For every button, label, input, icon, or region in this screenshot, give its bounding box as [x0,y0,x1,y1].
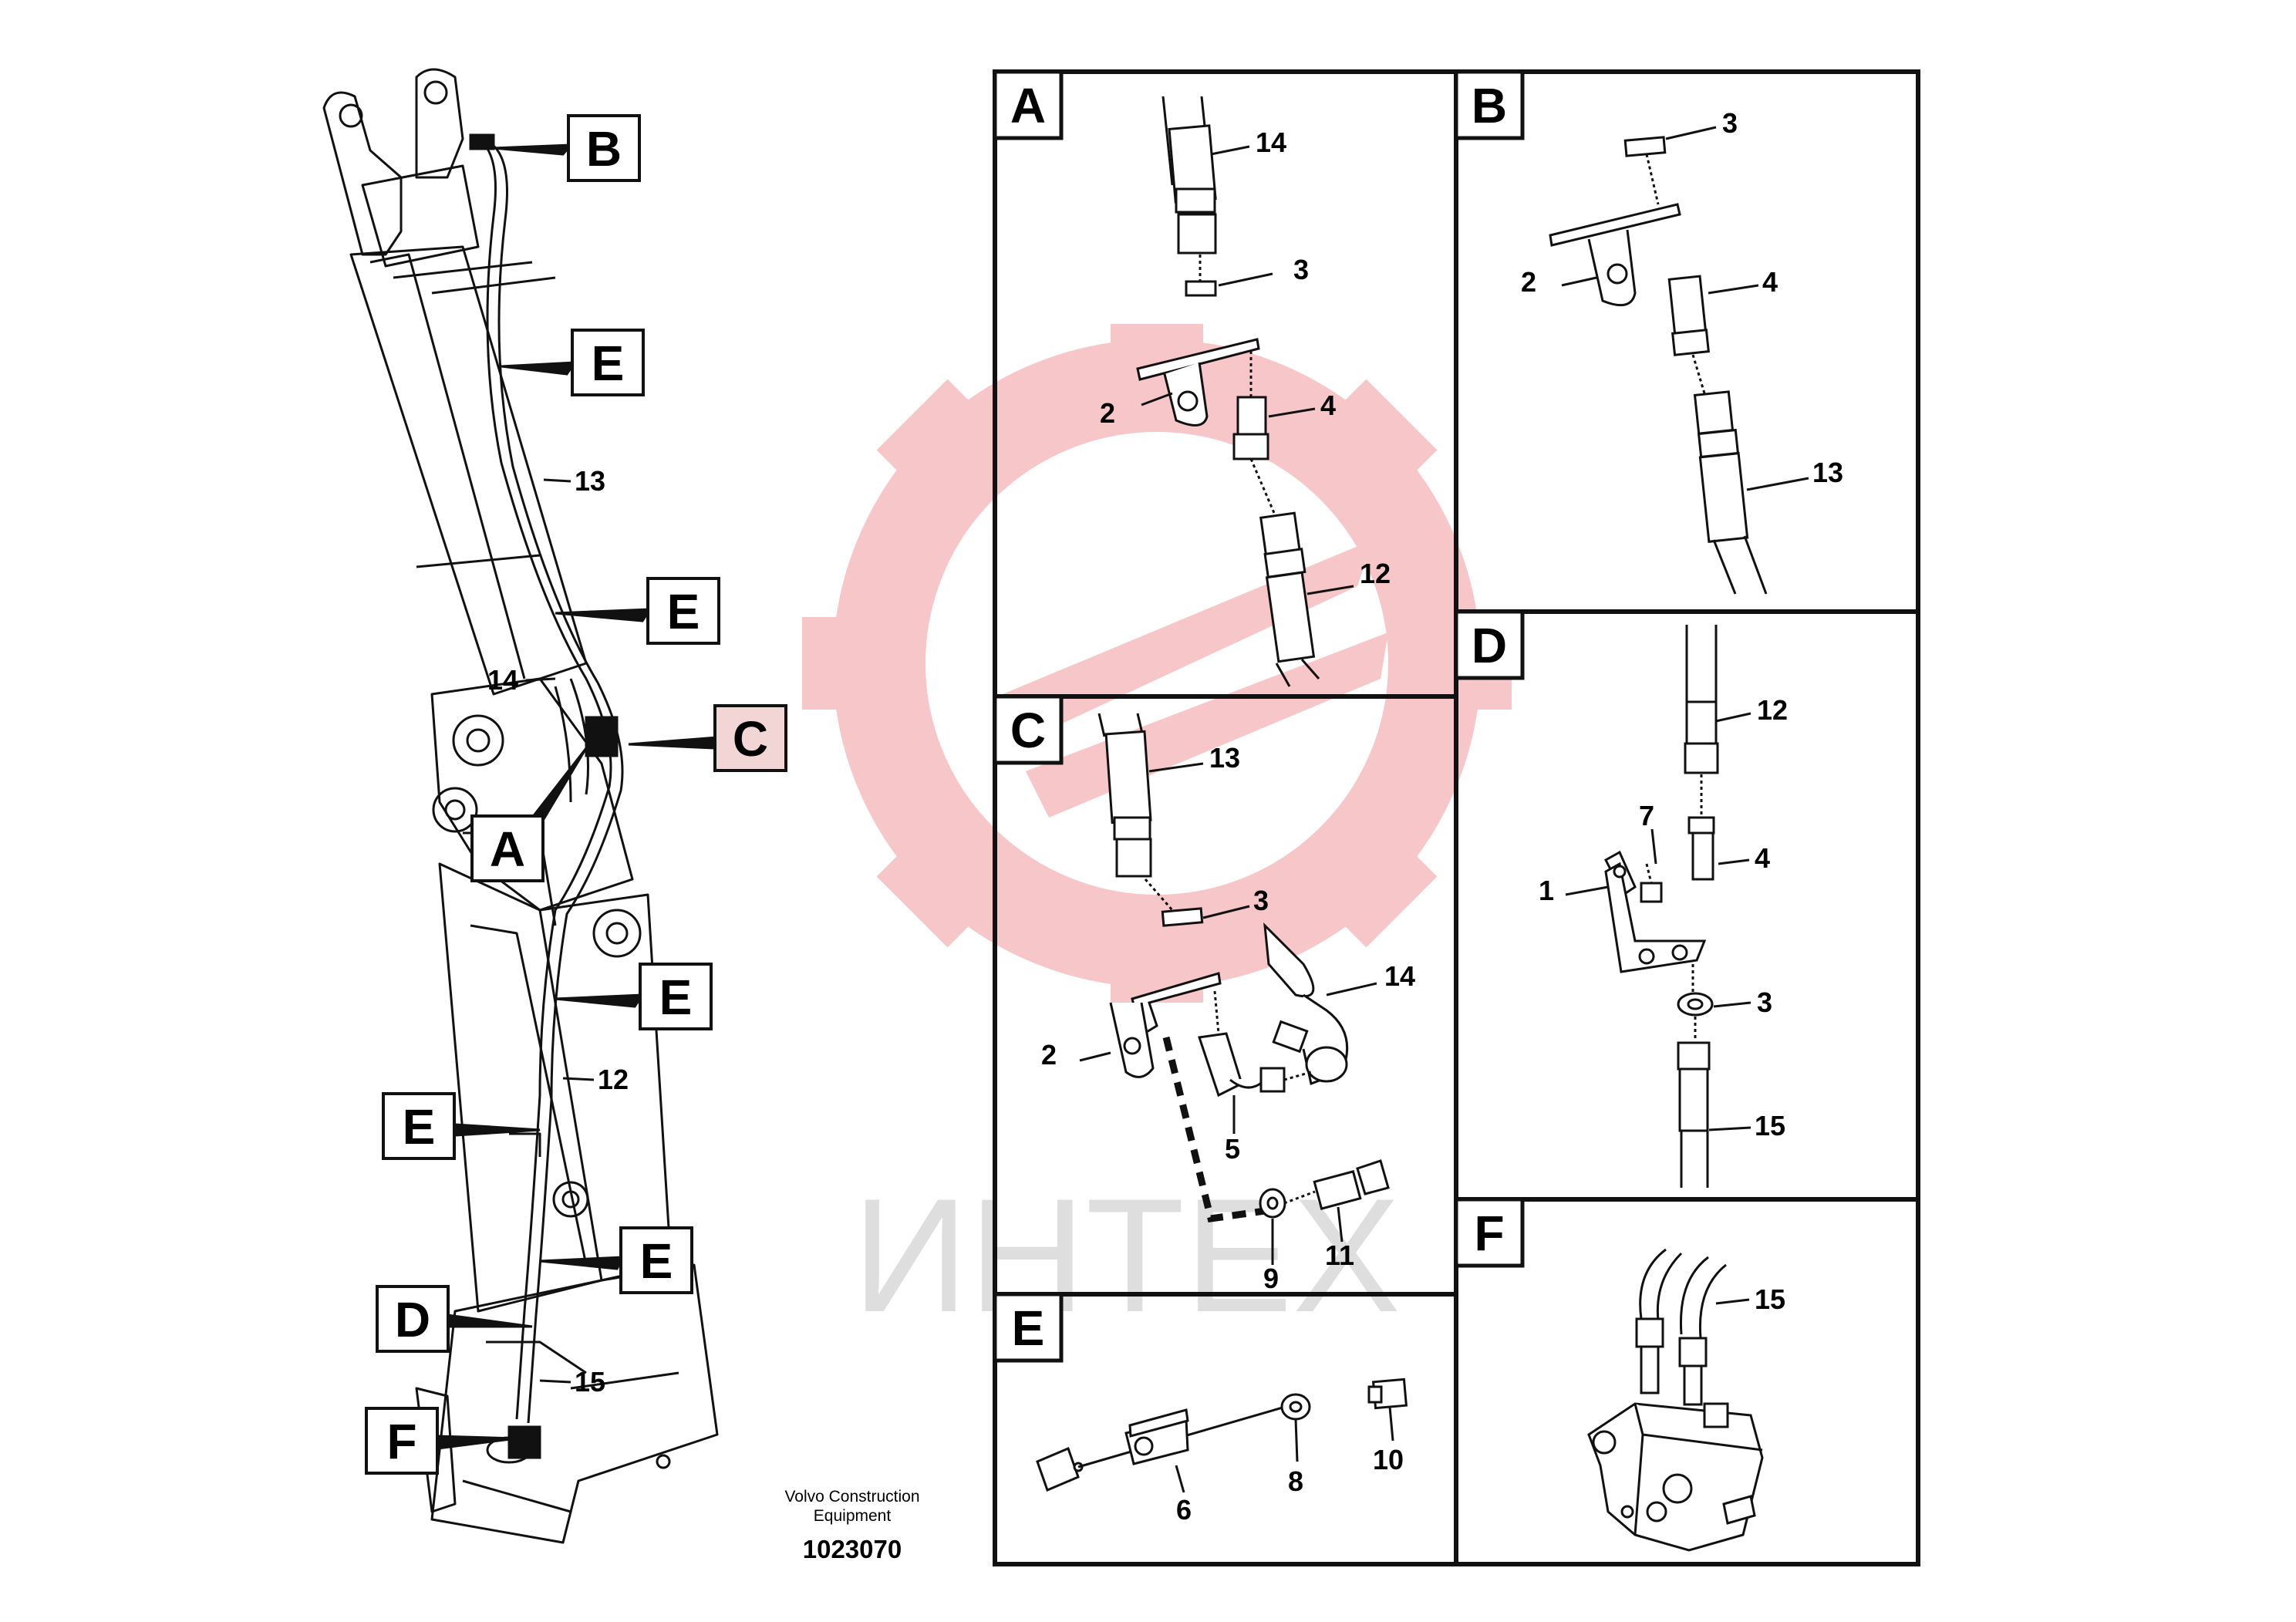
panel-B-label-13: 13 [1812,457,1843,488]
panel-B-label-3: 3 [1722,107,1738,139]
main-callouts [365,114,787,1475]
panel-C-label-5: 5 [1225,1133,1240,1165]
panel-A-label-14: 14 [1256,126,1286,158]
panel-C-drawing [1079,713,1390,1265]
callout-F: F [386,1414,416,1469]
panel-D-label-3: 3 [1757,986,1772,1018]
caption-line-2: Equipment [814,1507,892,1525]
panel-A-label-2: 2 [1100,397,1115,429]
hose-routing [469,133,624,1459]
callout-D: D [395,1292,430,1347]
callout-E: E [640,1233,673,1289]
watermark-logo [802,324,1512,1003]
panel-letters: A B C D E F [1010,78,1507,1356]
panel-E-label-6: 6 [1176,1494,1192,1526]
callout-E: E [592,336,625,391]
panel-D-drawing [1565,625,1752,1188]
panel-B-label-2: 2 [1521,266,1536,298]
panel-C-label-13: 13 [1209,742,1240,774]
main-part-labels: 13 14 12 15 [487,465,629,1398]
drawing-number: 1023070 [803,1535,902,1563]
part-label-15: 15 [575,1366,605,1398]
panel-E-label-10: 10 [1373,1444,1404,1475]
callout-B: B [586,121,622,177]
part-label-13: 13 [575,465,605,497]
panel-E-drawing [1036,1378,1408,1493]
panel-D-label-15: 15 [1755,1110,1785,1141]
part-label-14: 14 [487,664,518,696]
callout-C: C [733,711,768,767]
panel-E-labels: 6 8 10 [1176,1444,1404,1526]
part-label-12: 12 [598,1064,629,1095]
caption: Volvo Construction Equipment 1023070 [784,1488,919,1563]
callout-A: A [490,821,525,877]
panel-A-label-12: 12 [1360,558,1391,589]
panel-B-label-4: 4 [1762,266,1778,298]
callout-E: E [667,584,700,639]
panel-E-letter: E [1012,1300,1045,1356]
panel-F-labels: 15 [1755,1283,1785,1315]
panel-F-letter: F [1474,1206,1504,1261]
panel-B-labels: 3 2 4 13 [1521,107,1843,488]
panel-C-label-11: 11 [1325,1239,1354,1271]
panel-D-label-1: 1 [1539,875,1554,906]
panel-letter-boxes [993,69,1525,1363]
panel-D-label-4: 4 [1755,842,1770,874]
callout-E: E [403,1099,436,1155]
panel-A-label-3: 3 [1293,254,1309,285]
panel-F-label-15: 15 [1755,1283,1785,1315]
panel-D-labels: 12 7 4 1 3 15 [1539,694,1788,1141]
panel-A-label-4: 4 [1320,389,1336,421]
panel-B-letter: B [1472,78,1507,133]
panel-D-letter: D [1472,618,1507,673]
panel-B-drawing [1549,126,1809,595]
panel-A-letter: A [1010,78,1046,133]
caption-line-1: Volvo Construction [784,1488,919,1506]
panel-E-label-8: 8 [1288,1465,1303,1497]
panel-D-label-7: 7 [1639,800,1654,831]
panel-A-labels: 14 3 2 4 12 [1100,126,1391,589]
callout-E: E [659,969,693,1025]
panel-C-letter: C [1010,703,1046,758]
panel-A-drawing [1136,96,1354,687]
main-callout-letters: B E E C A E E E D F [386,121,768,1469]
panel-D-label-12: 12 [1757,694,1788,726]
panel-C-label-3: 3 [1253,885,1269,916]
panel-C-label-2: 2 [1041,1039,1057,1071]
panel-C-labels: 13 3 14 2 5 9 11 [1041,742,1415,1294]
panel-F-drawing [1587,1248,1764,1552]
panel-C-label-9: 9 [1263,1263,1279,1294]
panel-C-label-14: 14 [1384,960,1415,992]
